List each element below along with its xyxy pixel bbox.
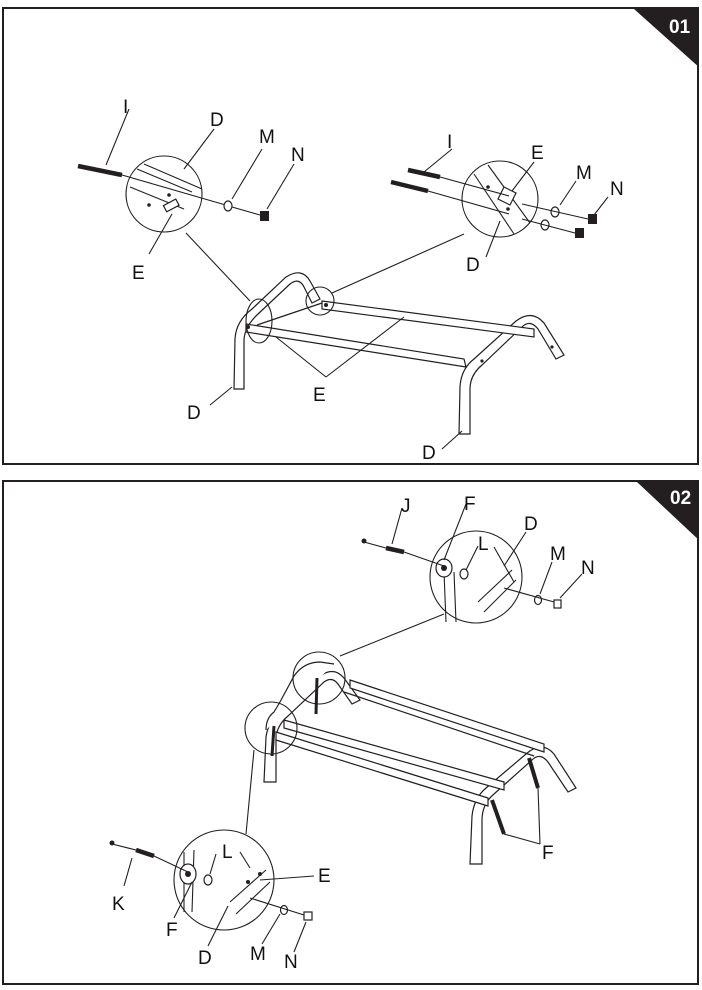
label-d-bottom: D	[198, 948, 212, 969]
label-k-bottom: K	[112, 894, 125, 915]
detail-circle-bottom	[173, 829, 275, 931]
step-2-diagram: 02	[109, 482, 697, 973]
bench-frame-2	[244, 651, 577, 865]
detail-mark-left	[245, 298, 273, 344]
label-d-leg-right: D	[422, 443, 436, 464]
detail-right: I E M N D	[331, 132, 624, 294]
detail-top: J F L D M N	[339, 494, 595, 657]
label-n-bottom: N	[284, 952, 298, 973]
detail-mark-bottom	[244, 701, 298, 755]
label-d-circle-left: D	[210, 110, 224, 131]
detail-mark-top	[292, 651, 346, 705]
step-2-panel: 02	[2, 480, 699, 985]
detail-left: I D M N E	[77, 97, 305, 302]
label-n-top: N	[581, 558, 595, 579]
label-j-top: J	[401, 496, 411, 517]
step-2-number: 02	[670, 488, 691, 509]
label-i-left: I	[123, 97, 128, 118]
label-e-bars: E	[313, 385, 326, 406]
step-1-number: 01	[669, 17, 691, 38]
label-m-left: M	[259, 127, 275, 148]
detail-bottom: K L E F D M N	[109, 749, 331, 973]
detail-circle-top	[429, 530, 523, 624]
label-m-bottom: M	[250, 944, 266, 965]
label-f-right: F	[542, 843, 554, 864]
label-d-top: D	[524, 514, 538, 535]
detail-circle-left	[125, 155, 203, 233]
label-e-circle-left: E	[132, 263, 145, 284]
step-1-panel: 01 ml	[2, 7, 699, 465]
label-l-top: L	[478, 534, 489, 555]
label-i-right: I	[447, 132, 452, 153]
label-f-bottom: F	[166, 920, 178, 941]
step-1-diagram: 01 ml	[77, 9, 697, 464]
label-d-leg-left: D	[187, 403, 201, 424]
step-1-sub: ml	[660, 38, 669, 47]
label-e-circle-right: E	[531, 143, 544, 164]
step-1-badge	[634, 9, 697, 66]
label-l-bottom: L	[222, 842, 233, 863]
label-f-top: F	[464, 494, 476, 515]
label-m-top: M	[550, 544, 566, 565]
label-e-bottom: E	[318, 866, 331, 887]
detail-mark-right	[305, 286, 335, 316]
step-2-badge	[637, 482, 697, 539]
bench-frame	[233, 272, 565, 435]
label-m-right: M	[576, 163, 592, 184]
label-n-left: N	[291, 145, 305, 166]
label-d-circle-right: D	[466, 255, 480, 276]
label-n-right: N	[610, 179, 624, 200]
